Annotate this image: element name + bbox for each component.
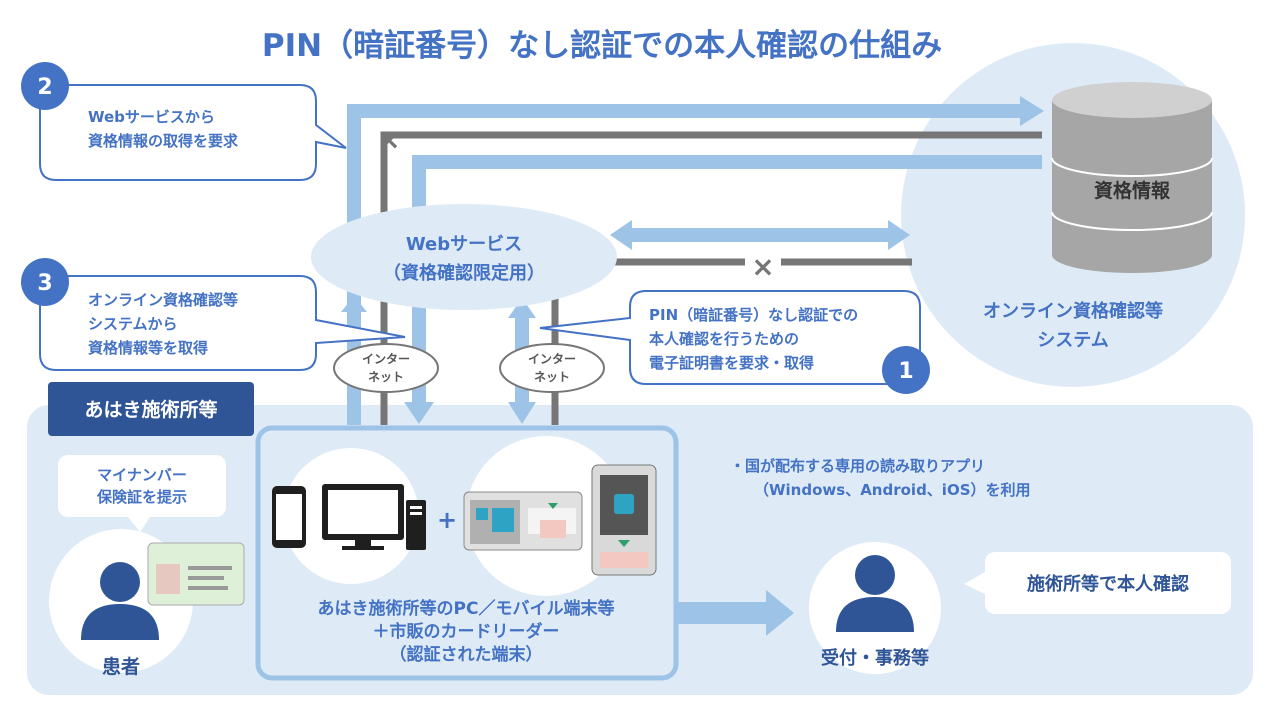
web-service-node: [311, 204, 617, 310]
step-1-line-1: PIN（暗証番号）なし認証での: [649, 306, 858, 324]
gray-line-top: [380, 131, 1042, 425]
step-1-line-2: 本人確認を行うための: [649, 330, 799, 348]
step-2-number: 2: [37, 75, 52, 100]
step-2-line-1: Webサービスから: [88, 108, 215, 126]
database-icon: [1051, 82, 1213, 273]
reception-label: 受付・事務等: [821, 647, 929, 669]
patient-label: 患者: [102, 655, 140, 678]
step-1-number: 1: [898, 359, 913, 384]
patient-speech-bubble: [58, 455, 226, 517]
app-note-line-1: ・国が配布する専用の読み取りアプリ: [730, 457, 985, 475]
online-system-line-1: オンライン資格確認等: [983, 300, 1163, 322]
patient-speech-line-1: マイナンバー: [97, 466, 187, 484]
internet-left-line-2: ネット: [368, 370, 404, 384]
cert-arrow-down: [508, 402, 536, 424]
reception-arrowhead: [766, 590, 794, 636]
internet-label-left: [333, 343, 439, 393]
link-arrow-right: [888, 220, 910, 250]
terminal-line-3: （認証された端末）: [390, 644, 543, 665]
step-1-callout: PIN（暗証番号）なし認証での 本人確認を行うための 電子証明書を要求・取得: [539, 290, 921, 385]
request-arrowhead: [1020, 96, 1044, 126]
step-3-number: 3: [37, 271, 52, 296]
step-1-badge: [882, 346, 930, 394]
plus-sign: +: [437, 506, 457, 534]
down-arrowhead: [404, 402, 434, 424]
step-3-line-3: 資格情報等を取得: [88, 339, 208, 357]
terminal-line-1: あはき施術所等のPC／モバイル端末等: [318, 598, 615, 619]
step-3-badge: [21, 258, 69, 306]
reception-arrow-body: [678, 602, 768, 624]
up-arrowhead-left: [341, 296, 367, 312]
app-note-line-2: （Windows、Android、iOS）を利用: [754, 481, 1031, 499]
reception-speech-tail: [964, 572, 985, 594]
cert-arrow-up: [508, 298, 536, 318]
blocked-mark-bg: [745, 248, 781, 276]
staff-user-icon: [836, 555, 914, 632]
clinic-badge: [48, 382, 254, 436]
step-3-line-2: システムから: [88, 315, 178, 333]
web-service-line-1: Webサービス: [406, 234, 522, 255]
blocked-mark-middle: ×: [751, 250, 774, 283]
kiosk-reader-icon: [591, 464, 657, 576]
step-3-callout: オンライン資格確認等 システムから 資格情報等を取得: [39, 275, 406, 371]
desktop-icon: [322, 484, 426, 550]
online-system-line-2: システム: [1037, 330, 1108, 351]
database-label: 資格情報: [1094, 179, 1171, 202]
internet-right-line-1: インター: [528, 352, 576, 366]
reception-speech: 施術所等で本人確認: [1027, 573, 1189, 595]
step-1-line-3: 電子証明書を要求・取得: [649, 354, 814, 372]
patient-speech-line-2: 保険証を提示: [96, 488, 187, 506]
clinic-label: あはき施術所等: [84, 398, 217, 421]
step-2-badge: [21, 62, 69, 110]
reception-speech-bubble: [985, 552, 1231, 614]
response-path: [412, 155, 1042, 405]
patient-speech-tail: [128, 517, 150, 532]
smartphone-icon: [272, 486, 306, 548]
page-title: PIN（暗証番号）なし認証での本人確認の仕組み: [262, 28, 942, 64]
blocked-mark-top: ×: [377, 123, 400, 156]
link-arrow-left: [610, 220, 632, 250]
step-2-line-2: 資格情報の取得を要求: [88, 132, 239, 150]
card-reader-icon: [463, 491, 583, 551]
card-icon: [147, 542, 245, 606]
internet-left-line-1: インター: [362, 352, 410, 366]
step-3-line-1: オンライン資格確認等: [88, 291, 238, 309]
step-2-callout: Webサービスから 資格情報の取得を要求: [39, 84, 347, 181]
request-path: [347, 104, 1022, 425]
web-service-line-2: （資格確認限定用）: [383, 262, 545, 284]
blue-connections: [341, 96, 1044, 636]
internet-label-right: [499, 343, 605, 393]
internet-right-line-2: ネット: [534, 370, 570, 384]
user-icon: [81, 562, 159, 640]
terminal-line-2: ＋市販のカードリーダー: [373, 621, 560, 642]
